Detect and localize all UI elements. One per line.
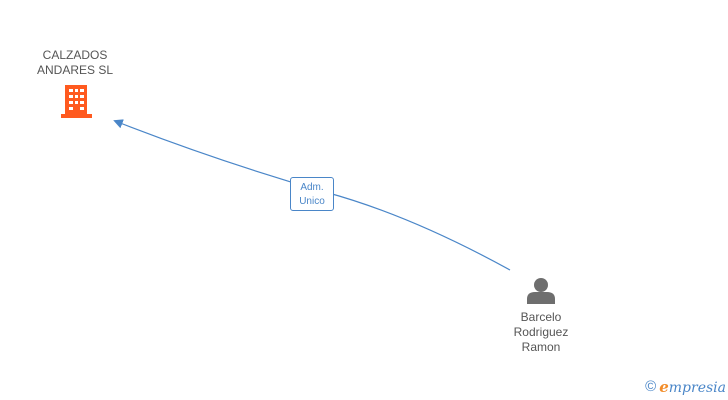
person-name[interactable]: Barcelo Rodriguez Ramon	[513, 310, 569, 354]
brand-logo-text: mpresia	[668, 379, 726, 396]
brand-watermark: © empresia	[645, 378, 726, 396]
building-icon[interactable]	[61, 85, 92, 118]
relation-role-line1: Adm.	[300, 182, 324, 193]
person-icon[interactable]	[527, 278, 555, 304]
relation-label: Adm. Unico	[290, 177, 334, 211]
brand-logo: empresia	[659, 378, 726, 397]
company-name[interactable]: CALZADOS ANDARES SL	[36, 48, 114, 77]
relation-role-line2: Unico	[299, 196, 325, 207]
brand-logo-e: e	[659, 377, 669, 396]
copyright-icon: ©	[645, 378, 657, 395]
